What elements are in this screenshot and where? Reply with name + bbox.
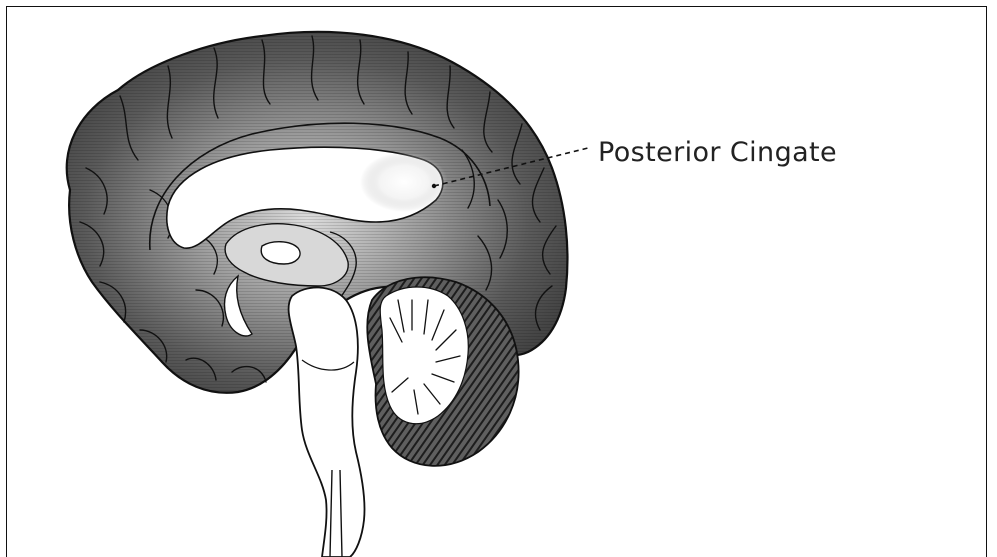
brainstem bbox=[289, 287, 365, 557]
posterior-cingulate-label: Posterior Cingate bbox=[598, 137, 837, 169]
annotation-pointer-dot bbox=[432, 184, 436, 188]
posterior-cingulate-highlight bbox=[360, 152, 448, 212]
